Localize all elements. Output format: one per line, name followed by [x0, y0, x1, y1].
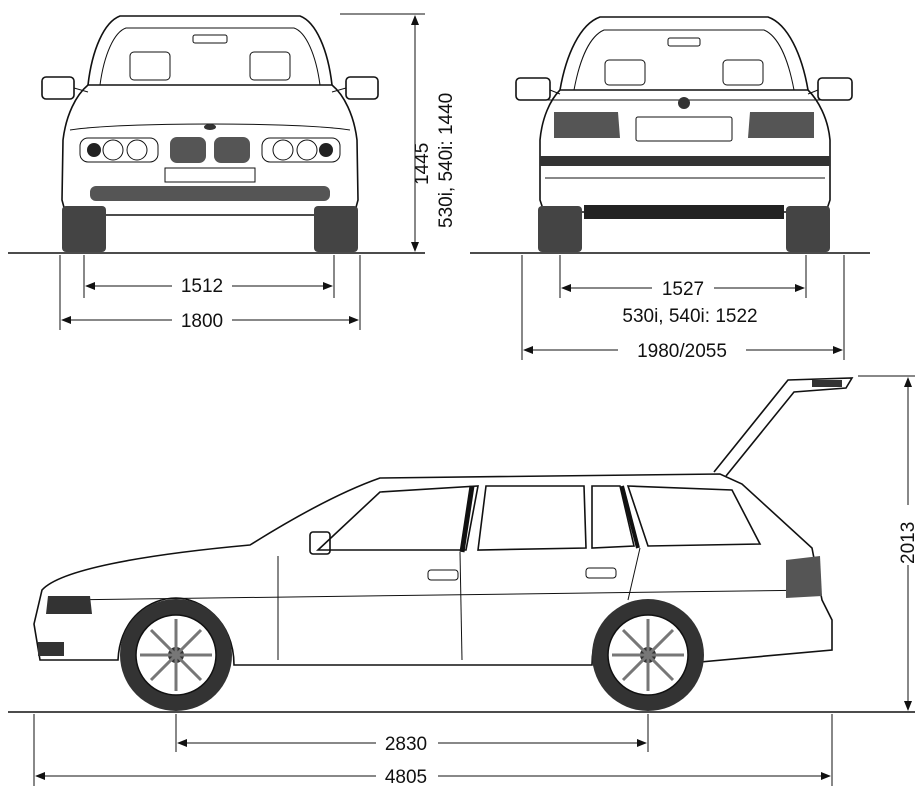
rear-track-variant-label: 530i, 540i: 1522 — [622, 306, 757, 327]
front-track-label: 1512 — [181, 276, 223, 297]
front-height-variant-label: 530i, 540i: 1440 — [436, 93, 457, 228]
side-height-label: 2013 — [898, 522, 919, 564]
rear-width-label: 1980/2055 — [637, 341, 727, 362]
rear-track-label: 1527 — [662, 279, 704, 300]
rear-view: 1527 530i, 540i: 1522 1980/2055 — [470, 16, 870, 362]
side-length-label: 4805 — [385, 767, 427, 788]
side-view: 2013 2830 4805 — [8, 375, 920, 788]
front-height-label: 1445 — [412, 143, 433, 185]
side-wheelbase-label: 2830 — [385, 734, 427, 755]
front-width-label: 1800 — [181, 311, 223, 332]
front-view: 1445 530i, 540i: 1440 1512 1800 — [8, 13, 457, 332]
